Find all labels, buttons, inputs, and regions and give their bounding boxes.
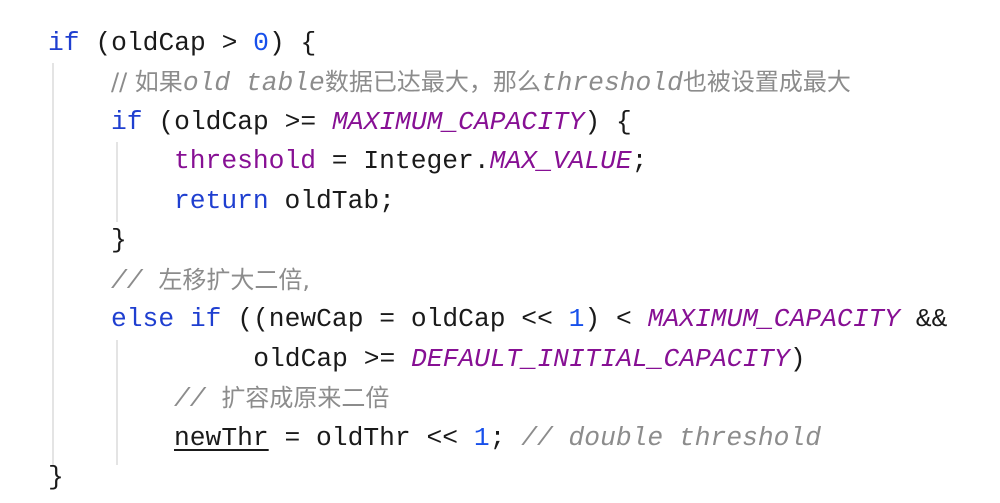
code-line-11: newThr = oldThr << 1; // double threshol… <box>174 419 821 459</box>
code-text: = Integer. <box>316 146 490 176</box>
code-line-5: return oldTab; <box>174 182 395 222</box>
code-text: ; <box>489 423 522 453</box>
code-line-1: if (oldCap > 0) { <box>48 24 316 64</box>
keyword: return <box>174 186 269 216</box>
code-text: ; <box>631 146 648 176</box>
code-text: (oldCap > <box>79 28 254 58</box>
keyword: else if <box>111 304 222 334</box>
indent-guide-level-2b <box>116 340 118 465</box>
closing-brace: } <box>48 462 64 492</box>
code-line-9: oldCap >= DEFAULT_INITIAL_CAPACITY) <box>127 340 806 380</box>
code-line-10-comment: // 扩容成原来二倍 <box>174 379 389 419</box>
code-line-2-comment: // 如果old table数据已达最大，那么threshold也被设置成最大 <box>111 63 851 103</box>
constant: MAXIMUM_CAPACITY <box>647 304 901 334</box>
comment-text: 扩容成原来二倍 <box>221 384 390 412</box>
keyword: if <box>48 28 80 58</box>
code-line-7-comment: // 左移扩大二倍, <box>111 261 310 301</box>
comment-text: old table <box>182 68 325 98</box>
comment-text: 左移扩大二倍, <box>158 266 310 294</box>
comment-text: 数据已达最大，那么 <box>324 68 541 96</box>
code-text: oldCap >= <box>127 344 412 374</box>
code-text: ) <box>789 344 806 374</box>
comment-text: // <box>174 384 222 414</box>
code-text: && <box>900 304 948 334</box>
constant: DEFAULT_INITIAL_CAPACITY <box>411 344 790 374</box>
number-literal: 0 <box>253 28 269 58</box>
comment-text: 也被设置成最大 <box>682 68 851 96</box>
code-text: ) { <box>268 28 317 58</box>
code-text: ((newCap = oldCap << <box>221 304 569 334</box>
comment-text: // <box>111 266 159 296</box>
code-line-6: } <box>111 221 127 261</box>
code-text: oldTab; <box>268 186 395 216</box>
comment-text: // 如果 <box>111 68 183 96</box>
code-text: (oldCap >= <box>142 107 332 137</box>
closing-brace: } <box>111 225 127 255</box>
constant: MAX_VALUE <box>489 146 632 176</box>
comment-text: // double threshold <box>521 423 822 453</box>
code-text: ) < <box>584 304 648 334</box>
indent-guide-level-2a <box>116 142 118 222</box>
constant: MAXIMUM_CAPACITY <box>331 107 585 137</box>
code-line-8: else if ((newCap = oldCap << 1) < MAXIMU… <box>111 300 947 340</box>
code-line-4: threshold = Integer.MAX_VALUE; <box>174 142 647 182</box>
variable-reassigned: newThr <box>174 423 269 453</box>
code-line-12: } <box>48 458 64 498</box>
code-line-3: if (oldCap >= MAXIMUM_CAPACITY) { <box>111 103 632 143</box>
keyword: if <box>111 107 143 137</box>
indent-guide-level-1 <box>52 63 54 465</box>
comment-text: threshold <box>540 68 683 98</box>
code-text: = oldThr << <box>268 423 474 453</box>
number-literal: 1 <box>473 423 490 453</box>
field-reference: threshold <box>174 146 317 176</box>
code-text: ) { <box>584 107 632 137</box>
number-literal: 1 <box>568 304 585 334</box>
